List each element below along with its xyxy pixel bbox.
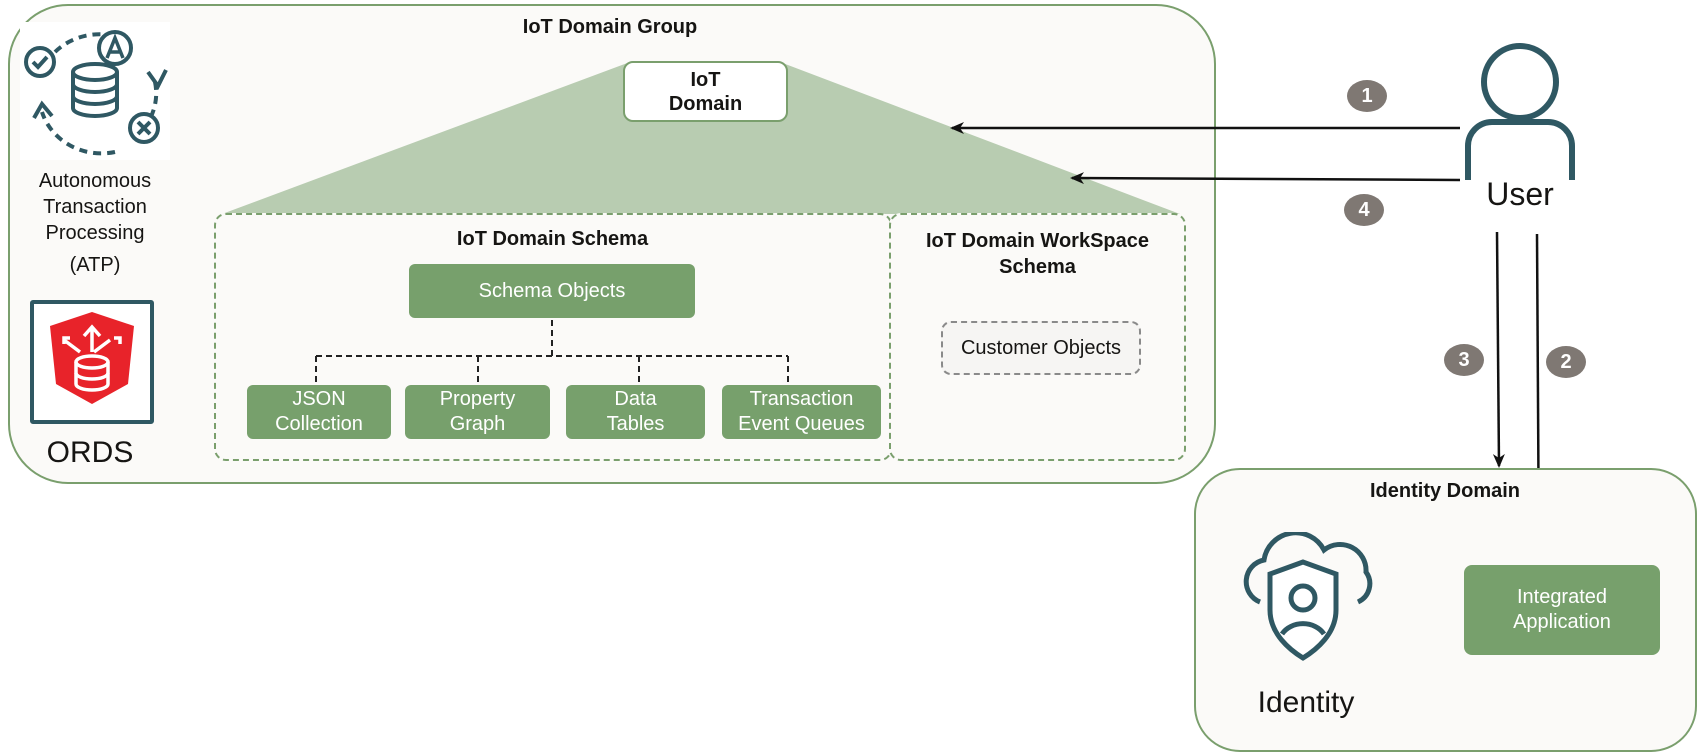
- schema-objects-box[interactable]: Schema Objects: [409, 264, 695, 318]
- iot-domain-box[interactable]: IoT Domain: [623, 61, 788, 122]
- step-badge-3: 3: [1444, 344, 1484, 376]
- step-badge-4: 4: [1344, 194, 1384, 226]
- ords-label: ORDS: [46, 436, 134, 469]
- iot-domain-group-title: IoT Domain Group: [522, 16, 698, 38]
- json-collection-box[interactable]: JSON Collection: [247, 385, 391, 439]
- schema-tree-connectors: [315, 320, 789, 386]
- integrated-application-box[interactable]: Integrated Application: [1464, 565, 1660, 655]
- step-badge-2: 2: [1546, 346, 1586, 378]
- identity-icon: [1243, 532, 1373, 661]
- iot-domain-projection: [222, 62, 1180, 214]
- ords-icon: [30, 300, 154, 424]
- data-tables-box[interactable]: Data Tables: [566, 385, 705, 439]
- iot-domain-label: IoT Domain: [668, 68, 743, 115]
- identity-domain-title: Identity Domain: [1369, 480, 1520, 502]
- user-label: User: [1486, 176, 1554, 212]
- atp-label: Autonomous Transaction Processing: [38, 170, 152, 244]
- atp-icon: [20, 22, 170, 160]
- workspace-schema-title: IoT Domain WorkSpace Schema: [925, 230, 1149, 278]
- user-icon: [1465, 43, 1575, 180]
- atp-abbrev: (ATP): [69, 254, 121, 276]
- iot-domain-schema-title: IoT Domain Schema: [456, 228, 649, 250]
- transaction-event-queues-box[interactable]: Transaction Event Queues: [722, 385, 881, 439]
- identity-label: Identity: [1257, 686, 1355, 719]
- customer-objects-box[interactable]: Customer Objects: [941, 321, 1141, 375]
- step-badge-1: 1: [1347, 80, 1387, 112]
- property-graph-box[interactable]: Property Graph: [405, 385, 550, 439]
